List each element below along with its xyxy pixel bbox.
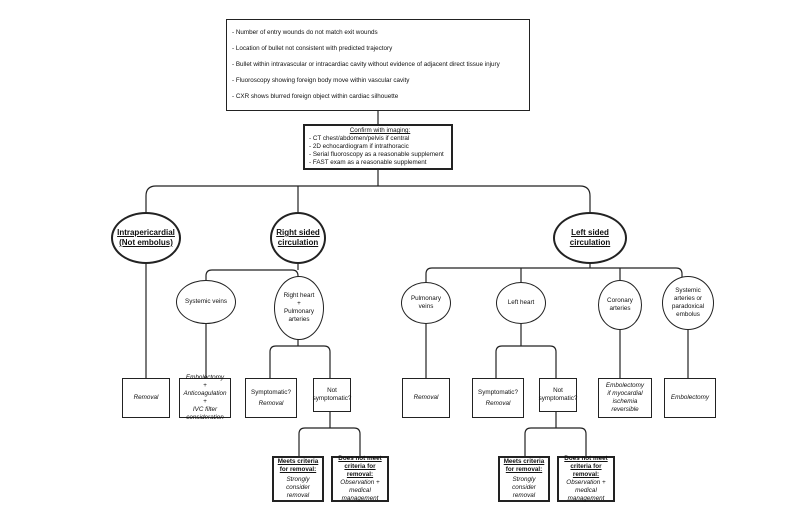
consider-label: consider [286,484,310,492]
right-sided-sublabel: circulation [277,238,319,247]
right-sided-circulation-node: Right sided circulation [270,212,326,264]
removal-label: removal [286,492,310,500]
not-label: Not [553,387,563,395]
left-sided-label: Left sided [571,228,609,237]
symptomatic-label: symptomatic? [312,395,352,402]
not-label: Not [327,387,337,395]
symptomatic-label: Symptomatic? [251,388,291,396]
medical-label: medical [349,486,371,494]
symptomatic-label: symptomatic? [538,395,578,402]
plus-label: + [203,398,207,405]
embolectomy-label: Embolectomy [670,394,710,402]
pulmonary-veins-node: Pulmonary veins [401,282,451,324]
systemic-veins-label: Systemic veins [185,298,227,306]
not-meet-criteria-box-right: Does not meet criteria for removal: Obse… [331,455,389,502]
pulmonary-veins-sublabel: veins [418,303,434,310]
removal-label: Removal [133,394,159,402]
paradoxical-label: paradoxical [671,303,705,310]
removal-label: Removal [413,394,439,402]
criteria-for-label: criteria for [344,463,376,471]
does-not-meet-label: Does not meet [564,455,608,463]
imaging-title: Confirm with imaging: [349,127,411,135]
arteries-or-label: arteries or [673,295,703,303]
not-symptomatic-box-right: Not symptomatic? [313,378,351,412]
embolectomy-anticoagulation-box: Embolectomy + Anticoagulation + IVC filt… [179,374,231,421]
embolectomy-label: Embolectomy [605,382,645,390]
arteries-label: arteries [288,315,310,323]
right-heart-label: Right heart [283,292,315,300]
observation-label: Observation + [340,479,380,486]
embolus-label: embolus [676,310,700,318]
consider-label: consider [512,484,536,492]
removal-label: Removal [485,399,511,407]
not-symptomatic-box-left: Not symptomatic? [539,378,577,412]
symptomatic-box-left: Symptomatic? Removal [472,378,524,418]
for-removal-label: for removal: [505,465,543,473]
systemic-label: Systemic [675,287,701,295]
plus-label: + [297,300,301,308]
right-heart-pulmonary-node: Right heart + Pulmonary arteries [274,276,324,340]
meets-criteria-label: Meets criteria [277,458,319,465]
management-label: management [341,494,379,502]
removal-label: Removal [258,399,284,407]
intrapericardial-sublabel: (Not embolus) [119,238,173,247]
for-removal-label: for removal: [279,465,317,473]
removal-box: Removal [122,378,170,418]
removal-box: Removal [402,378,450,418]
left-heart-label: Left heart [507,299,535,307]
criteria-item: - Fluoroscopy showing foreign body move … [232,76,410,84]
coronary-arteries-node: Coronary arteries [598,280,642,330]
imaging-item: - Serial fluoroscopy as a reasonable sup… [309,150,444,158]
systemic-arteries-node: Systemic arteries or paradoxical embolus [662,276,714,330]
plus-label: + [203,382,207,390]
consideration-label: consideration [186,413,224,421]
right-sided-label: Right sided [276,228,320,237]
embolectomy-ischemia-box: Embolectomy if myocardial ischemia rever… [598,378,652,418]
medical-label: medical [575,486,597,494]
criteria-item: - CXR shows blurred foreign object withi… [232,92,399,100]
criteria-item: - Bullet within intravascular or intraca… [232,61,500,69]
symptomatic-box-right: Symptomatic? Removal [245,378,297,418]
if-myocardial-label: if myocardial [607,390,643,398]
left-heart-node: Left heart [496,282,546,324]
management-label: management [567,494,605,502]
does-not-meet-label: Does not meet [338,455,382,463]
criteria-for-label: criteria for [570,463,602,471]
anticoagulation-label: Anticoagulation [183,390,227,398]
ivc-filter-label: IVC filter [192,405,218,413]
intrapericardial-label: Intrapericardial [117,228,175,237]
meets-criteria-label: Meets criteria [503,458,545,465]
strongly-label: Strongly [286,476,310,484]
arteries-label: arteries [609,305,631,312]
confirm-imaging-box: Confirm with imaging: - CT chest/abdomen… [303,124,453,170]
intrapericardial-node: Intrapericardial (Not embolus) [111,212,181,264]
meets-criteria-box-left: Meets criteria for removal: Strongly con… [498,456,550,502]
removal-title-label: removal: [346,471,374,479]
meets-criteria-box-right: Meets criteria for removal: Strongly con… [272,456,324,502]
reversible-label: reversible [611,405,639,413]
embolectomy-box: Embolectomy [664,378,716,418]
entry-criteria-box: - Number of entry wounds do not match ex… [226,19,530,111]
symptomatic-label: Symptomatic? [478,388,518,396]
criteria-item: - Location of bullet not consistent with… [232,45,393,53]
left-sided-circulation-node: Left sided circulation [553,212,627,264]
observation-label: Observation + [566,479,606,486]
imaging-item: - 2D echocardiogram if intrathoracic [309,143,409,151]
systemic-veins-node: Systemic veins [176,280,236,324]
not-meet-criteria-box-left: Does not meet criteria for removal: Obse… [557,455,615,502]
pulmonary-label: Pulmonary [283,308,315,315]
removal-title-label: removal: [572,471,600,479]
imaging-item: - FAST exam as a reasonable supplement [309,158,427,166]
ischemia-label: ischemia [612,398,638,405]
criteria-item: - Number of entry wounds do not match ex… [232,29,378,37]
embolectomy-label: Embolectomy [185,374,225,382]
strongly-label: Strongly [512,476,536,484]
removal-label: removal [512,492,536,500]
left-sided-sublabel: circulation [569,238,611,247]
imaging-item: - CT chest/abdomen/pelvis if central [309,135,410,143]
coronary-label: Coronary [607,297,633,305]
pulmonary-veins-label: Pulmonary [410,295,442,303]
